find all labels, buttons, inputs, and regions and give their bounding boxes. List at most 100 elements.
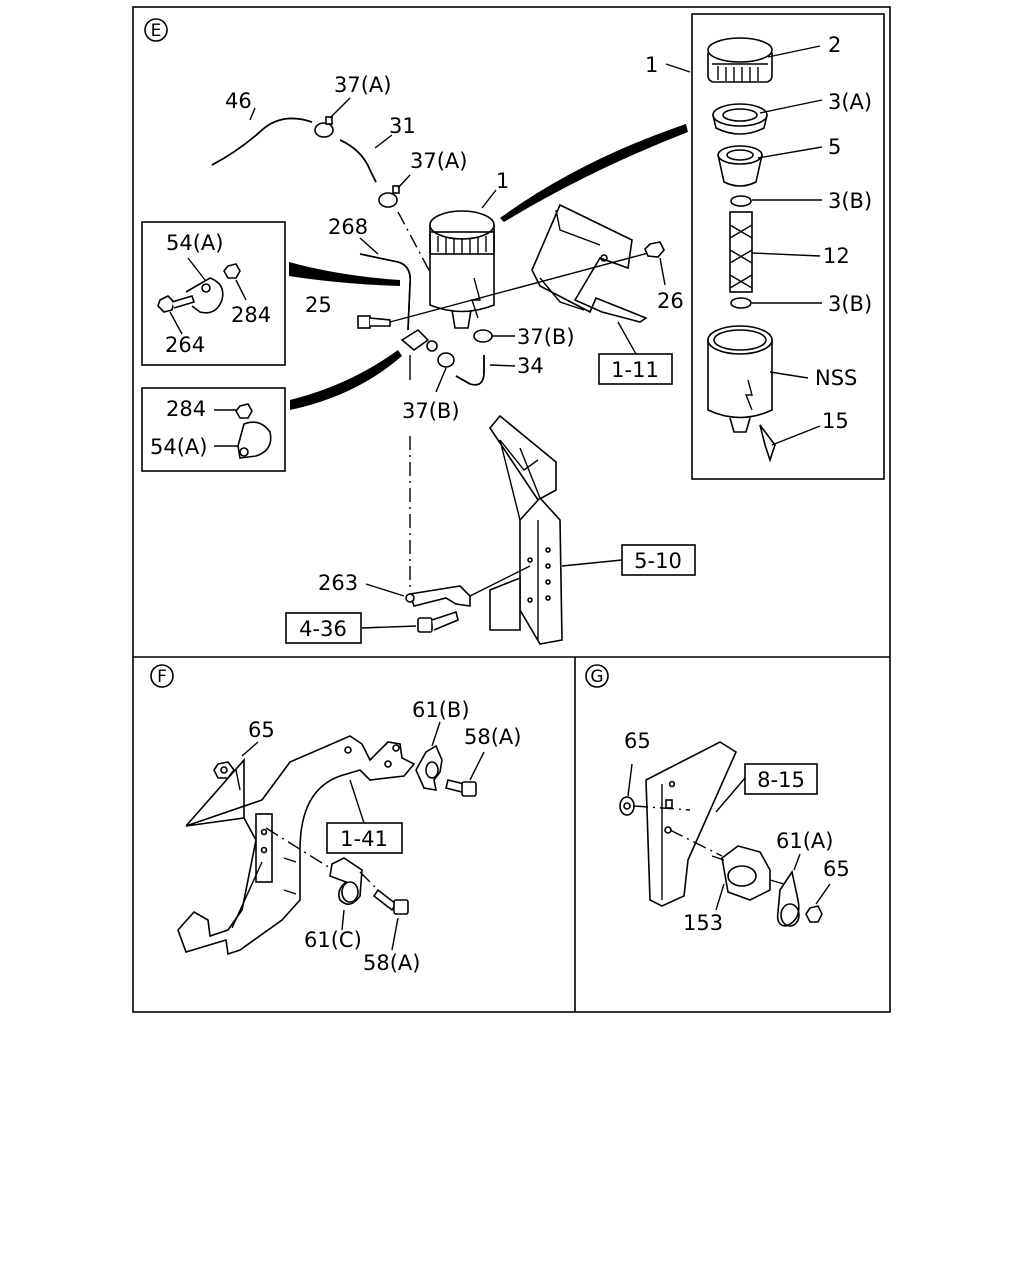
callout-wedge-inset-lower [290, 350, 402, 410]
label-f-61b: 61(B) [412, 698, 470, 722]
label-e-54a-lower: 54(A) [150, 435, 207, 459]
svg-text:1-41: 1-41 [340, 827, 388, 851]
clip-61b [415, 744, 443, 791]
clamp-pipe-joint [400, 328, 438, 352]
label-g-153: 153 [683, 911, 723, 935]
inset-box-clip-bolt [141, 221, 286, 366]
section-marker-f: F [150, 664, 174, 688]
bolt-58a-upper [445, 779, 477, 797]
label-g-61a: 61(A) [776, 829, 833, 853]
bracket-263 [405, 565, 531, 607]
clamp-61a [776, 869, 800, 927]
section-marker-e: E [144, 18, 168, 42]
bolt-25 [357, 315, 391, 329]
label-g-65-right: 65 [823, 857, 850, 881]
label-e-37a-upper: 37(A) [334, 73, 391, 97]
ref-box-5-10: 5-10 [621, 544, 696, 576]
diagram-frame [132, 6, 891, 1013]
label-e-268: 268 [328, 215, 368, 239]
label-f-65: 65 [248, 718, 275, 742]
hose-46 [211, 117, 313, 166]
label-e-54a-upper: 54(A) [166, 231, 223, 255]
label-f-58a-lower: 58(A) [363, 951, 420, 975]
label-e-25: 25 [305, 293, 332, 317]
label-e-264: 264 [165, 333, 205, 357]
svg-text:5-10: 5-10 [634, 549, 682, 573]
ref-box-1-11: 1-11 [598, 353, 673, 385]
hose-31 [339, 139, 377, 183]
nut-26 [644, 241, 665, 258]
callout-wedge-inset-upper [289, 262, 400, 286]
label-e-3b-lower: 3(B) [828, 292, 872, 316]
svg-text:G: G [590, 667, 603, 687]
label-e-3b-upper: 3(B) [828, 189, 872, 213]
o-ring-upper [730, 195, 752, 207]
bolt-264 [157, 295, 196, 313]
mounting-plate-g [645, 741, 738, 907]
label-e-263: 263 [318, 571, 358, 595]
clamp-37a-upper [314, 116, 334, 138]
label-e-37b-upper: 37(B) [517, 325, 575, 349]
reservoir-cap [707, 37, 773, 83]
reservoir-body [707, 325, 773, 433]
svg-text:4-36: 4-36 [299, 617, 347, 641]
reservoir-clip [759, 424, 776, 463]
exploded-view-box [691, 13, 885, 480]
svg-text:8-15: 8-15 [757, 768, 805, 792]
label-e-1-exploded: 1 [645, 53, 658, 77]
cap-seal [712, 103, 768, 135]
reservoir-tank [429, 210, 495, 329]
clamp-37b-lower [437, 352, 455, 368]
label-e-5: 5 [828, 135, 841, 159]
label-e-nss: NSS [815, 366, 857, 390]
clip-54a-upper [185, 277, 224, 314]
ref-box-4-36: 4-36 [285, 612, 362, 644]
rubber-mount-153 [711, 845, 785, 901]
label-e-1-tank: 1 [496, 169, 509, 193]
label-f-58a-upper: 58(A) [464, 725, 521, 749]
bolt-58a-lower [372, 888, 409, 915]
frame-rail [489, 414, 563, 645]
tank-bracket [531, 203, 648, 323]
label-e-37a-lower: 37(A) [410, 149, 467, 173]
label-e-12: 12 [823, 244, 850, 268]
label-e-46: 46 [225, 89, 252, 113]
svg-text:F: F [157, 667, 167, 687]
bolt-frame [417, 610, 459, 633]
label-e-26: 26 [657, 289, 684, 313]
nut-65-g-right [805, 905, 823, 923]
strainer-cup [717, 145, 763, 187]
clip-61c [329, 857, 363, 905]
svg-text:E: E [151, 21, 162, 41]
clamp-37b-upper [473, 329, 493, 343]
label-f-61c: 61(C) [304, 928, 362, 952]
label-e-3a: 3(A) [828, 90, 872, 114]
mounting-bracket-f [177, 735, 416, 956]
ref-box-1-41: 1-41 [326, 822, 403, 854]
pipe-268 [359, 253, 412, 331]
label-e-15: 15 [822, 409, 849, 433]
ref-box-8-15: 8-15 [744, 763, 818, 795]
label-e-2: 2 [828, 33, 841, 57]
filter-element [729, 211, 753, 293]
nut-65-g-left [619, 796, 635, 816]
nut-65-f [213, 761, 235, 779]
callout-wedge-tank [500, 124, 688, 222]
label-e-31: 31 [389, 114, 416, 138]
label-e-34: 34 [517, 354, 544, 378]
label-e-284-upper: 284 [231, 303, 271, 327]
label-g-65-left: 65 [624, 729, 651, 753]
o-ring-lower [730, 297, 752, 309]
label-e-284-lower: 284 [166, 397, 206, 421]
label-e-37b-lower: 37(B) [402, 399, 460, 423]
inset-box-clip-nut [141, 387, 286, 472]
nut-284-upper [223, 263, 241, 279]
section-marker-g: G [585, 664, 609, 688]
clip-54a-lower [237, 421, 272, 459]
svg-text:1-11: 1-11 [611, 358, 659, 382]
nut-284-lower [235, 403, 253, 419]
clamp-37a-lower [378, 185, 400, 208]
hose-34 [455, 355, 485, 386]
